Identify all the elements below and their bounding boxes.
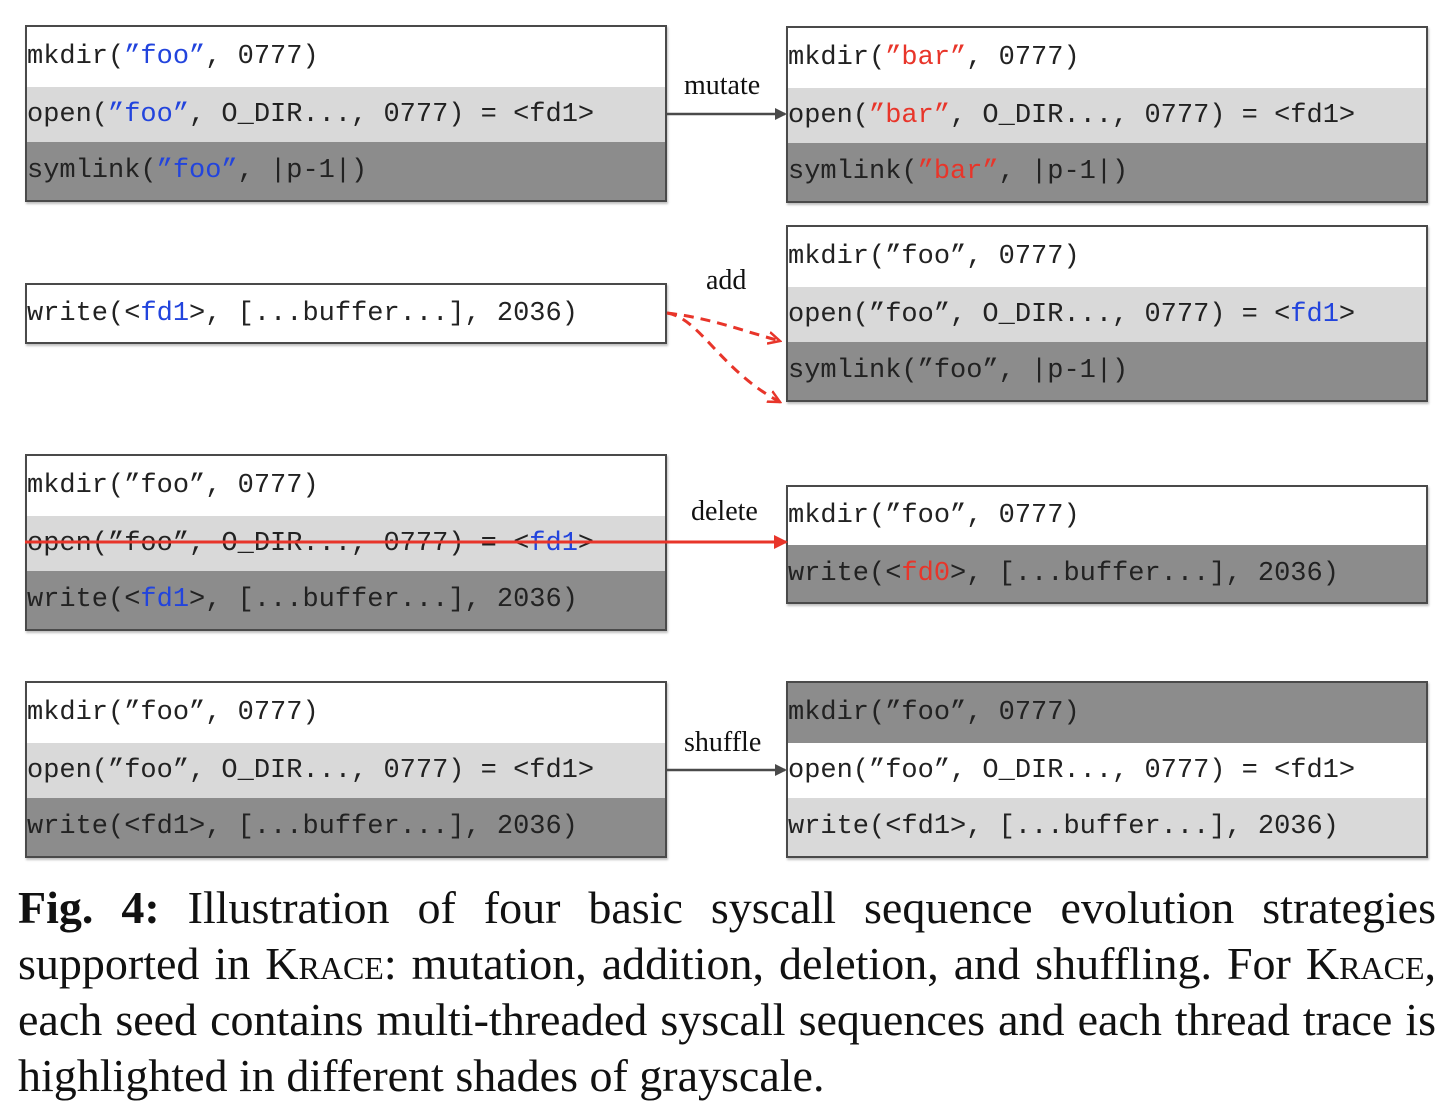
add-arrow-lower bbox=[666, 311, 780, 404]
syscall-text: open( bbox=[27, 99, 109, 130]
syscall-text: mkdir(”foo”, 0777) bbox=[27, 471, 319, 501]
syscall-text: symlink( bbox=[27, 156, 157, 186]
add-label: add bbox=[706, 265, 747, 296]
syscall-row: open(”foo”, O_DIR..., 0777) = <fd1> bbox=[788, 287, 1426, 342]
syscall-row: mkdir(”foo”, 0777) bbox=[788, 487, 1426, 545]
syscall-text: mkdir(”foo”, 0777) bbox=[788, 242, 1080, 272]
syscall-text: write(<fd1>, [...buffer...], 2036) bbox=[788, 812, 1339, 842]
delete-result-box: mkdir(”foo”, 0777) write(<fd0>, [...buffe… bbox=[786, 485, 1428, 604]
syscall-text: mkdir(”foo”, 0777) bbox=[788, 501, 1080, 531]
syscall-row: write(<fd1>, [...buffer...], 2036) bbox=[788, 798, 1426, 856]
syscall-arg-highlight: ”foo” bbox=[156, 156, 238, 186]
syscall-text: symlink(”foo”, |p-1|) bbox=[788, 356, 1129, 386]
syscall-arg-highlight: ”bar” bbox=[917, 157, 999, 187]
syscall-arg-highlight: ”foo” bbox=[124, 42, 206, 72]
krace-name-2: Krace bbox=[1305, 938, 1425, 989]
syscall-text: >, [...buffer...], 2036) bbox=[950, 558, 1339, 589]
syscall-text: write(< bbox=[788, 558, 902, 589]
syscall-text: write(< bbox=[27, 585, 141, 615]
shuffle-source-box: mkdir(”foo”, 0777) open(”foo”, O_DIR..., … bbox=[25, 681, 667, 858]
mutate-label: mutate bbox=[684, 70, 761, 101]
syscall-row: mkdir(”foo”, 0777) bbox=[788, 683, 1426, 743]
syscall-row: mkdir(”foo”, 0777) bbox=[27, 683, 665, 743]
syscall-arg-highlight: fd1 bbox=[1290, 299, 1339, 330]
syscall-text: , O_DIR..., 0777) = <fd1> bbox=[950, 100, 1356, 131]
syscall-arg-highlight: ”bar” bbox=[885, 43, 967, 73]
syscall-text: mkdir(”foo”, 0777) bbox=[27, 698, 319, 728]
syscall-text: mkdir(”foo”, 0777) bbox=[788, 698, 1080, 728]
syscall-text: >, [...buffer...], 2036) bbox=[189, 298, 578, 329]
syscall-text: , O_DIR..., 0777) = <fd1> bbox=[189, 99, 595, 130]
krace-name-1: Krace bbox=[265, 938, 384, 989]
add-source-box: write(<fd1>, [...buffer...], 2036) bbox=[25, 283, 667, 344]
syscall-row: open(”foo”, O_DIR..., 0777) = <fd1> bbox=[788, 743, 1426, 798]
syscall-row: mkdir(”foo”, 0777) bbox=[27, 27, 665, 87]
caption-text-2: : mutation, addition, deletion, and shuf… bbox=[383, 938, 1306, 989]
shuffle-result-box: mkdir(”foo”, 0777) open(”foo”, O_DIR..., … bbox=[786, 681, 1428, 858]
syscall-arg-highlight: fd0 bbox=[901, 558, 951, 589]
figure-caption: Fig. 4: Illustration of four basic sysca… bbox=[18, 880, 1436, 1104]
syscall-row: mkdir(”bar”, 0777) bbox=[788, 28, 1426, 88]
caption-text-3: , each seed contains multi-threaded sysc… bbox=[18, 938, 1436, 1101]
syscall-row: open(”bar”, O_DIR..., 0777) = <fd1> bbox=[788, 88, 1426, 143]
mutate-source-box: mkdir(”foo”, 0777)open(”foo”, O_DIR..., … bbox=[25, 25, 667, 202]
delete-label: delete bbox=[691, 496, 758, 527]
shuffle-label: shuffle bbox=[684, 727, 762, 758]
syscall-text: >, [...buffer...], 2036) bbox=[189, 585, 578, 615]
syscall-row: symlink(”foo”, |p-1|) bbox=[788, 342, 1426, 400]
syscall-arg-highlight: ”foo” bbox=[108, 99, 190, 130]
add-result-box: mkdir(”foo”, 0777) open(”foo”, O_DIR..., … bbox=[786, 225, 1428, 402]
syscall-text: open(”foo”, O_DIR..., 0777) = <fd1> bbox=[27, 755, 595, 786]
syscall-text: write(< bbox=[27, 298, 141, 329]
syscall-text: , |p-1|) bbox=[998, 157, 1129, 187]
syscall-row: symlink(”bar”, |p-1|) bbox=[788, 143, 1426, 201]
syscall-text: mkdir( bbox=[788, 43, 886, 73]
add-arrow-upper bbox=[666, 311, 780, 341]
syscall-row: open(”foo”, O_DIR..., 0777) = <fd1> bbox=[27, 87, 665, 142]
syscall-row: mkdir(”foo”, 0777) bbox=[788, 227, 1426, 287]
syscall-row: open(”foo”, O_DIR..., 0777) = <fd1> bbox=[27, 743, 665, 798]
syscall-text: > bbox=[1338, 299, 1356, 330]
mutate-result-box: mkdir(”bar”, 0777)open(”bar”, O_DIR..., … bbox=[786, 26, 1428, 203]
syscall-arg-highlight: fd1 bbox=[140, 585, 190, 615]
syscall-arg-highlight: ”bar” bbox=[869, 100, 951, 131]
syscall-text: , 0777) bbox=[205, 42, 319, 72]
syscall-row: mkdir(”foo”, 0777) bbox=[27, 456, 665, 516]
syscall-text: open( bbox=[788, 100, 870, 131]
caption-text-1: Illustration of four basic syscall seque… bbox=[18, 882, 1436, 989]
syscall-text: mkdir( bbox=[27, 42, 125, 72]
syscall-row: write(<fd1>, [...buffer...], 2036) bbox=[27, 571, 665, 629]
arrows-layer bbox=[25, 108, 788, 776]
syscall-row: write(<fd0>, [...buffer...], 2036) bbox=[788, 545, 1426, 602]
syscall-text: symlink( bbox=[788, 157, 918, 187]
syscall-row: symlink(”foo”, |p-1|) bbox=[27, 142, 665, 200]
syscall-text: write(<fd1>, [...buffer...], 2036) bbox=[27, 812, 578, 842]
syscall-text: open(”foo”, O_DIR..., 0777) = <fd1> bbox=[788, 755, 1356, 786]
syscall-text: , |p-1|) bbox=[237, 156, 368, 186]
syscall-row: write(<fd1>, [...buffer...], 2036) bbox=[27, 285, 665, 342]
syscall-arg-highlight: fd1 bbox=[140, 298, 190, 329]
syscall-text: , 0777) bbox=[966, 43, 1080, 73]
syscall-row: write(<fd1>, [...buffer...], 2036) bbox=[27, 798, 665, 856]
figure-label: Fig. 4: bbox=[18, 882, 160, 933]
syscall-text: open(”foo”, O_DIR..., 0777) = < bbox=[788, 299, 1291, 330]
